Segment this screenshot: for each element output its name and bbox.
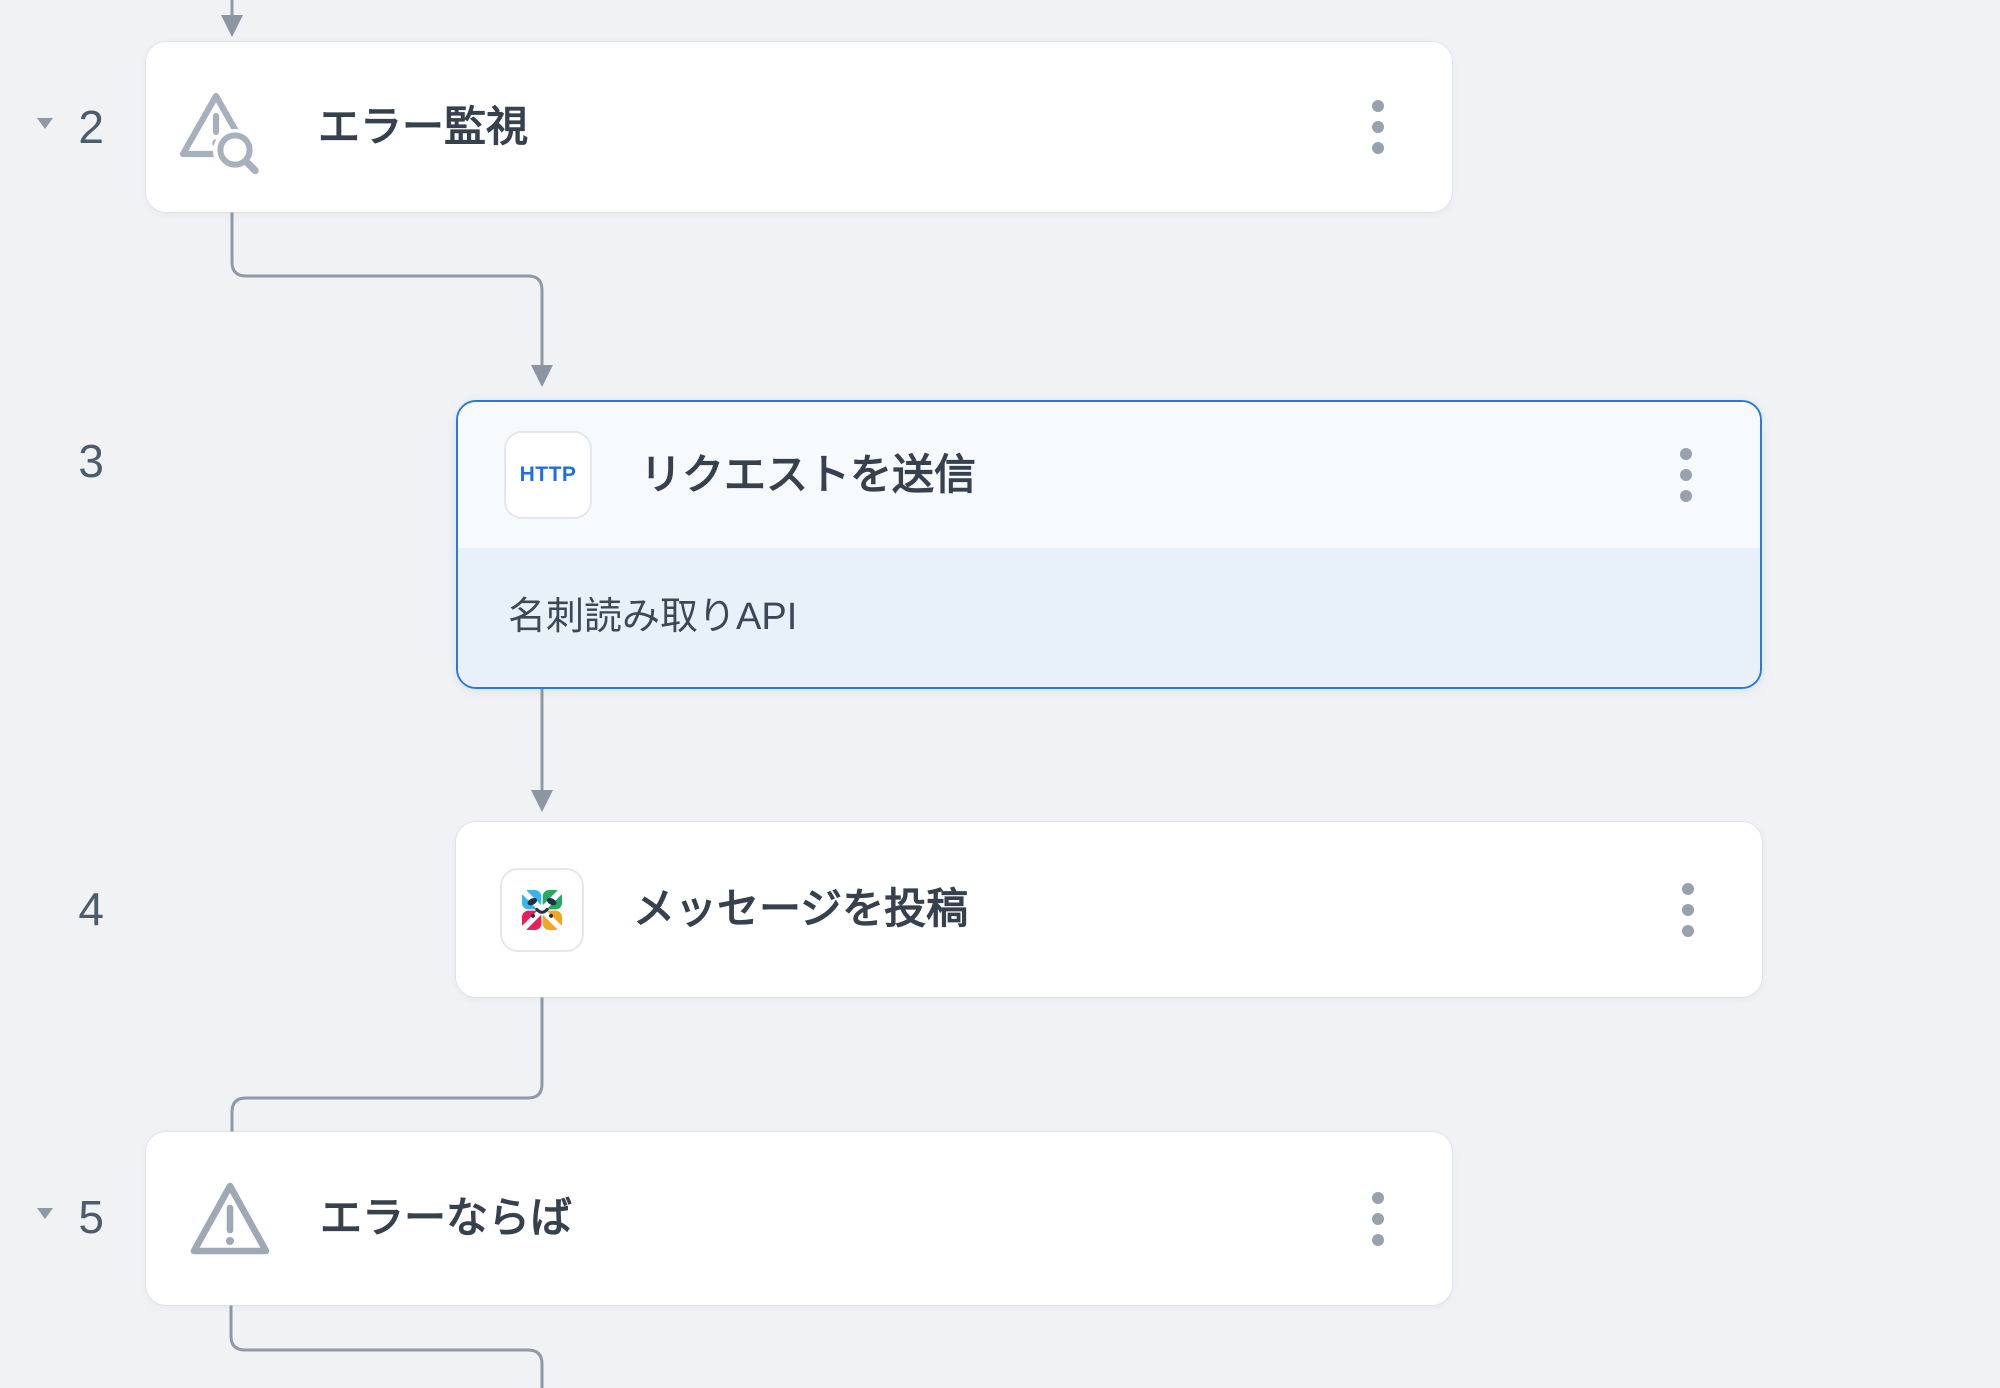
messaging-app-icon	[500, 867, 584, 952]
connector-step4-to-step5	[230, 997, 544, 1133]
collapse-caret-icon[interactable]	[37, 118, 53, 129]
kebab-menu-button[interactable]	[1362, 90, 1394, 164]
step-subtitle: 名刺読み取りAPI	[508, 595, 798, 638]
step-number: 2	[78, 101, 104, 153]
warning-icon	[182, 1171, 278, 1267]
collapse-caret-icon[interactable]	[37, 1208, 53, 1219]
arrowhead-into-step4	[531, 790, 553, 812]
step-card-error-monitor[interactable]: エラー監視	[146, 42, 1452, 212]
step-card-post-message[interactable]: メッセージを投稿	[456, 822, 1762, 997]
connector-step2-to-step3	[230, 212, 544, 365]
step-title: エラー監視	[318, 102, 529, 150]
step-card-send-request[interactable]: HTTP リクエストを送信 名刺読み取りAPI	[456, 400, 1762, 689]
step-number: 3	[78, 435, 104, 487]
kebab-menu-button[interactable]	[1362, 1182, 1394, 1256]
connector-below-step5	[229, 1305, 544, 1388]
kebab-menu-button[interactable]	[1670, 438, 1702, 512]
http-icon-label: HTTP	[519, 463, 577, 486]
step-number: 5	[78, 1191, 104, 1243]
arrowhead-into-step2	[221, 15, 243, 37]
http-icon: HTTP	[504, 431, 592, 519]
step-title: メッセージを投稿	[633, 885, 969, 933]
step-title: エラーならば	[320, 1194, 573, 1242]
error-monitor-icon	[168, 79, 264, 175]
arrowhead-into-step3	[531, 365, 553, 387]
step-number: 4	[78, 883, 104, 935]
kebab-menu-button[interactable]	[1672, 873, 1704, 947]
step-title: リクエストを送信	[640, 450, 977, 498]
step-card-if-error[interactable]: エラーならば	[146, 1132, 1452, 1305]
